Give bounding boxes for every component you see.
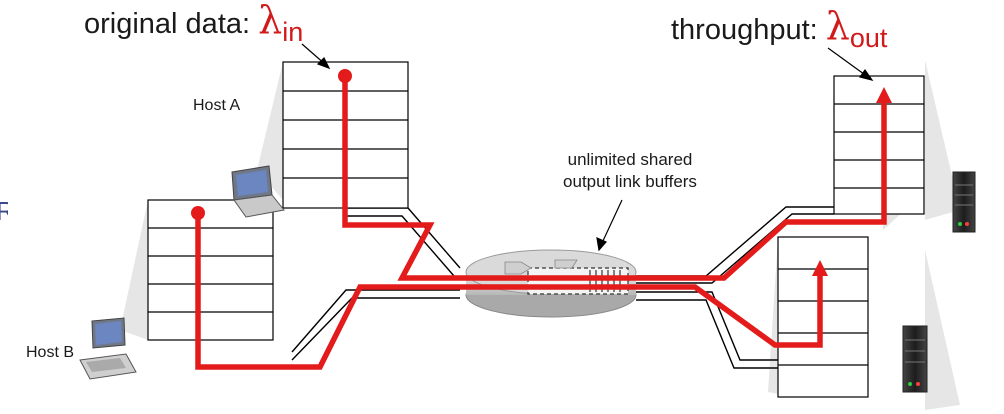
throughput-text: throughput: [671, 14, 818, 46]
flow-host-a [342, 76, 887, 281]
flow-arrowhead-upper [876, 87, 892, 103]
receiver-lower-protocol-stack [777, 236, 869, 398]
desktop-computer-icon [79, 317, 137, 380]
flow-arrowhead-lower [812, 260, 828, 276]
callout-arrows [301, 43, 874, 252]
host-a-label: Host A [193, 97, 241, 114]
lambda-out-symbol: λ [825, 4, 850, 48]
original-data-label: original data: λin [84, 0, 303, 47]
server-icon [952, 171, 976, 233]
network-links [291, 206, 834, 369]
lambda-in-subscript: in [282, 17, 304, 47]
flow-origin-dot-a [338, 69, 352, 83]
output-buffer-icon [527, 267, 629, 295]
data-flow-paths [195, 76, 887, 370]
buffer-label: unlimited shared output link buffers [530, 149, 730, 193]
receiver-upper-protocol-stack [833, 75, 925, 215]
host-b-protocol-stack [147, 199, 274, 341]
lambda-in-symbol: λ [258, 0, 283, 42]
buffer-label-line1: unlimited shared [567, 150, 693, 169]
original-data-text: original data: [84, 8, 251, 40]
throughput-label: throughput: λout [671, 4, 887, 53]
host-b-label: Host B [26, 344, 75, 361]
server-icon [902, 325, 928, 393]
flow-host-b [195, 213, 823, 370]
flow-origin-dot-b [191, 206, 205, 220]
laptop-icon [231, 165, 285, 218]
router-icon [465, 249, 637, 318]
edge-letter: R [0, 196, 8, 227]
lambda-out-subscript: out [849, 23, 888, 53]
buffer-label-line2: output link buffers [563, 172, 697, 191]
